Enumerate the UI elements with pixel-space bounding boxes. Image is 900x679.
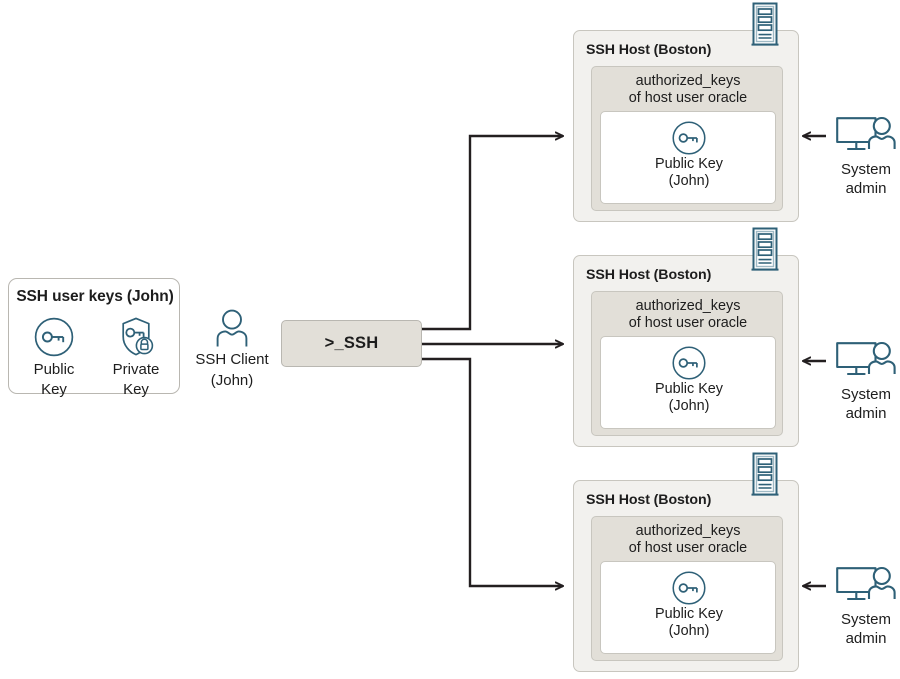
- ssh-host-title: SSH Host (Boston): [586, 492, 712, 508]
- public-key-card: Public Key (John): [600, 111, 776, 204]
- authorized-keys-title: authorized_keys of host user oracle: [592, 523, 784, 557]
- authorized-keys-title: authorized_keys of host user oracle: [592, 73, 784, 107]
- private-key-item: Private Key: [97, 315, 175, 398]
- public-key-label-line2: Key: [41, 380, 67, 398]
- system-admin-icon: [826, 564, 900, 610]
- authorized-keys-line2: of host user oracle: [628, 314, 748, 331]
- authorized-keys-line2: of host user oracle: [628, 539, 748, 556]
- person-icon: [190, 308, 274, 348]
- ssh-client-label-line1: SSH Client: [195, 351, 269, 368]
- system-admin-label-line1: System: [840, 611, 891, 628]
- system-admin-label-line1: System: [840, 161, 891, 178]
- authorized-keys-title: authorized_keys of host user oracle: [592, 298, 784, 332]
- system-admin: System admin: [826, 339, 900, 422]
- public-key-card-line1: Public Key: [655, 156, 723, 172]
- ssh-terminal-box[interactable]: >_SSH: [281, 320, 422, 367]
- system-admin-label-line2: admin: [845, 179, 887, 197]
- system-admin-label-line1: System: [840, 386, 891, 403]
- public-key-label-line1: Public: [33, 361, 75, 378]
- ssh-host-card: SSH Host (Boston) authorized_keys of hos…: [573, 30, 799, 222]
- ssh-host-title: SSH Host (Boston): [586, 42, 712, 58]
- authorized-keys-line1: authorized_keys: [635, 73, 741, 89]
- authorized-keys-line1: authorized_keys: [635, 298, 741, 314]
- ssh-host-card: SSH Host (Boston) authorized_keys of hos…: [573, 480, 799, 672]
- ssh-user-keys-title: SSH user keys (John): [16, 288, 174, 305]
- system-admin-icon: [826, 339, 900, 385]
- ssh-client: SSH Client (John): [190, 308, 274, 389]
- private-key-label-line2: Key: [123, 380, 149, 398]
- server-rack-icon: [749, 452, 781, 496]
- private-key-icon: [97, 315, 175, 359]
- public-key-icon: [601, 570, 777, 606]
- public-key-icon: [601, 345, 777, 381]
- public-key-icon: [15, 315, 93, 359]
- system-admin-icon: [826, 114, 900, 160]
- public-key-card-line2: (John): [668, 397, 710, 414]
- ssh-host-title: SSH Host (Boston): [586, 267, 712, 283]
- public-key-icon: [601, 120, 777, 156]
- authorized-keys-panel: authorized_keys of host user oracle Publ…: [591, 66, 783, 211]
- authorized-keys-line2: of host user oracle: [628, 89, 748, 106]
- public-key-card-caption: Public Key (John): [601, 606, 777, 640]
- ssh-terminal-label: >_SSH: [324, 334, 379, 352]
- system-admin: System admin: [826, 564, 900, 647]
- server-rack-icon: [749, 2, 781, 46]
- ssh-host-card: SSH Host (Boston) authorized_keys of hos…: [573, 255, 799, 447]
- authorized-keys-panel: authorized_keys of host user oracle Publ…: [591, 291, 783, 436]
- public-key-card: Public Key (John): [600, 561, 776, 654]
- authorized-keys-line1: authorized_keys: [635, 523, 741, 539]
- ssh-user-keys-panel: SSH user keys (John) Public Key: [8, 278, 180, 398]
- authorized-keys-panel: authorized_keys of host user oracle Publ…: [591, 516, 783, 661]
- server-rack-icon: [749, 227, 781, 271]
- public-key-card-line2: (John): [668, 172, 710, 189]
- public-key-card-caption: Public Key (John): [601, 156, 777, 190]
- private-key-label-line1: Private: [112, 361, 160, 378]
- system-admin-label-line2: admin: [845, 629, 887, 647]
- public-key-card-caption: Public Key (John): [601, 381, 777, 415]
- public-key-card-line2: (John): [668, 622, 710, 639]
- system-admin: System admin: [826, 114, 900, 197]
- public-key-item: Public Key: [15, 315, 93, 398]
- public-key-card-line1: Public Key: [655, 606, 723, 622]
- ssh-client-label-line2: (John): [210, 371, 254, 389]
- system-admin-label-line2: admin: [845, 404, 887, 422]
- public-key-card: Public Key (John): [600, 336, 776, 429]
- public-key-card-line1: Public Key: [655, 381, 723, 397]
